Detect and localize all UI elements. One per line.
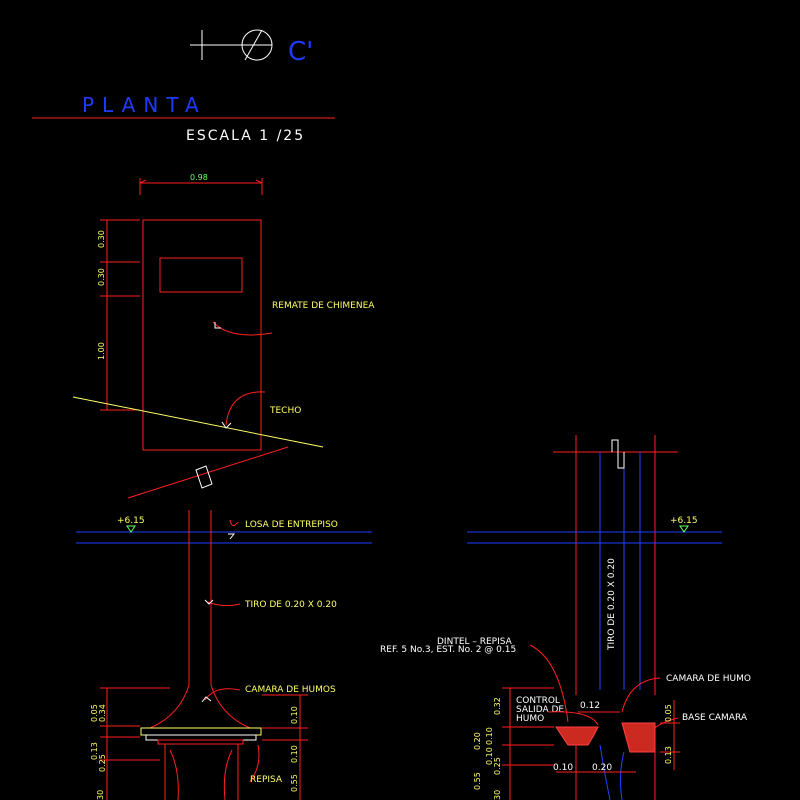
dim-012: 0.12 [580,701,600,711]
label-tiro-right: TIRO DE 0.20 X 0.20 [607,558,617,651]
dim-r-left-0: 0.32 [493,697,502,715]
label-control-1: CONTROL [516,696,560,706]
label-repisa: REPISA [250,775,283,785]
label-remate: REMATE DE CHIMENEA [272,301,375,311]
label-dintel-2: REF. 5 No.3, EST. No. 2 @ 0.15 [380,645,516,655]
dim-r-left-3: 0.10 [485,747,494,765]
chimney-cap-elevation: 0.98 0.30 0.30 1.00 REMATE DE CHIMENEA T… [72,173,375,499]
dim-br-1: 0.10 [290,745,299,763]
label-techo: TECHO [269,406,301,416]
dim-left-2: 1.00 [97,342,106,360]
dim-r-left-2: 0.20 [473,732,482,750]
dim-left-1: 0.30 [97,268,106,286]
section-marker: C' [190,29,313,67]
label-tiro-left: TIRO DE 0.20 X 0.20 [244,600,337,610]
label-dintel-1: DINTEL – REPISA [437,637,513,647]
dim-br-2: 0.55 [290,774,299,792]
label-base-camara: BASE CAMARA [682,713,748,723]
dim-bl-2: 0.13 [90,742,99,760]
dim-r-right-1: 0.13 [664,746,673,764]
left-fireplace-elevation: +6.15 LOSA DE ENTREPISO TIRO DE 0.20 X 0… [76,510,372,800]
drawing-scale: ESCALA 1 /25 [186,128,305,144]
dim-bl-0: 0.05 [90,704,99,722]
right-section-drawing: +6.15 TIRO DE 0.20 X 0.20 DINTEL – REPIS… [380,435,751,800]
roof-line [72,396,324,448]
section-marker-label: C' [288,37,313,67]
label-control-2: SALIDA DE [516,705,564,715]
dim-r-right-0: 0.05 [664,704,673,722]
dim-left-0: 0.30 [97,230,106,248]
label-camara-left: CAMARA DE HUMOS [245,685,336,695]
dim-010-right: 0.10 [553,763,573,773]
label-losa: LOSA DE ENTREPISO [245,520,338,530]
dim-r-left-6: 30 [493,790,502,800]
dim-020-right: 0.20 [592,763,612,773]
dim-bl-1: 0.34 [98,704,107,722]
dim-r-left-1: 0.10 [485,727,494,745]
label-camara-right: CAMARA DE HUMO [666,674,751,684]
dim-bl-4: 30 [96,790,105,800]
drawing-title: PLANTA [82,93,207,117]
dim-r-left-5: 0.55 [473,772,482,790]
dim-bl-3: 0.25 [98,754,107,772]
label-control-3: HUMO [516,714,544,724]
dim-br-0: 0.10 [290,706,299,724]
dim-top-width: 0.98 [190,173,208,182]
level-right: +6.15 [670,516,698,526]
level-left: +6.15 [117,516,145,526]
dim-r-left-4: 0.25 [493,757,502,775]
